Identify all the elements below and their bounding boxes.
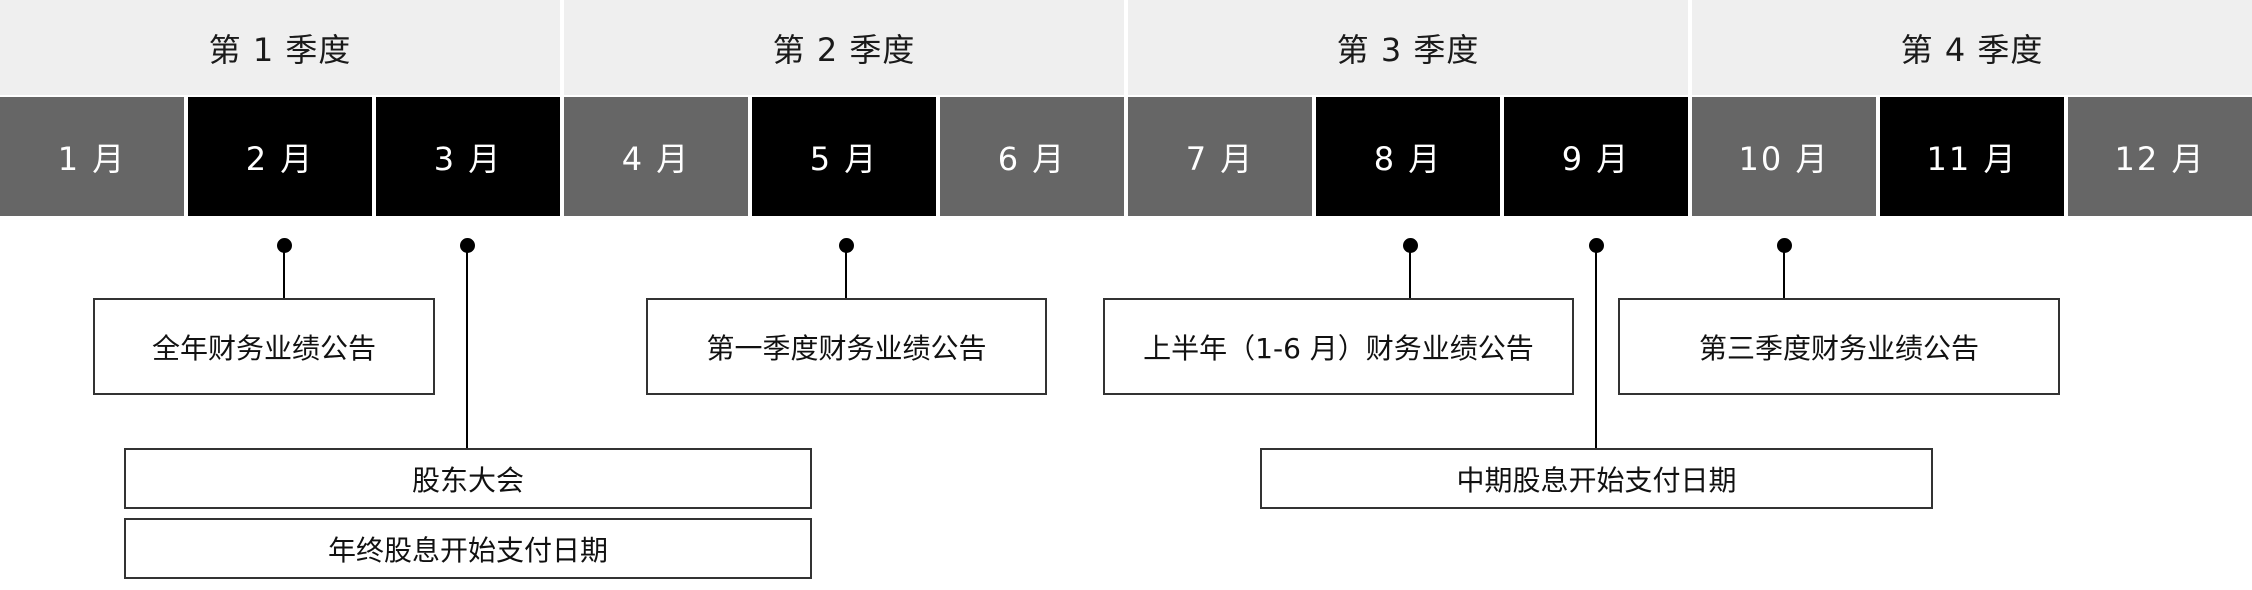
quarter-3-header: 第 3 季度 (1128, 0, 1688, 95)
event-interim-results: 上半年（1-6 月）财务业绩公告 (1103, 298, 1574, 395)
quarter-1-header: 第 1 季度 (0, 0, 560, 95)
month-5: 5 月 (752, 97, 936, 216)
month-4: 4 月 (564, 97, 748, 216)
event-final-dividend: 年终股息开始支付日期 (124, 518, 812, 579)
month-8: 8 月 (1316, 97, 1500, 216)
event-q3-results: 第三季度财务业绩公告 (1618, 298, 2060, 395)
connector-line-may (845, 245, 847, 298)
connector-line-feb (283, 245, 285, 298)
month-3: 3 月 (376, 97, 560, 216)
quarter-2-header: 第 2 季度 (564, 0, 1124, 95)
month-12: 12 月 (2068, 97, 2252, 216)
event-q1-results: 第一季度财务业绩公告 (646, 298, 1047, 395)
event-interim-dividend: 中期股息开始支付日期 (1260, 448, 1933, 509)
month-1: 1 月 (0, 97, 184, 216)
month-10: 10 月 (1692, 97, 1876, 216)
event-annual-results: 全年财务业绩公告 (93, 298, 435, 395)
connector-line-mar (466, 245, 468, 448)
event-agm: 股东大会 (124, 448, 812, 509)
connector-line-sep (1595, 245, 1597, 448)
month-6: 6 月 (940, 97, 1124, 216)
connector-line-oct (1783, 245, 1785, 298)
month-2: 2 月 (188, 97, 372, 216)
month-11: 11 月 (1880, 97, 2064, 216)
quarter-4-header: 第 4 季度 (1692, 0, 2252, 95)
month-9: 9 月 (1504, 97, 1688, 216)
month-7: 7 月 (1128, 97, 1312, 216)
connector-line-aug (1409, 245, 1411, 298)
